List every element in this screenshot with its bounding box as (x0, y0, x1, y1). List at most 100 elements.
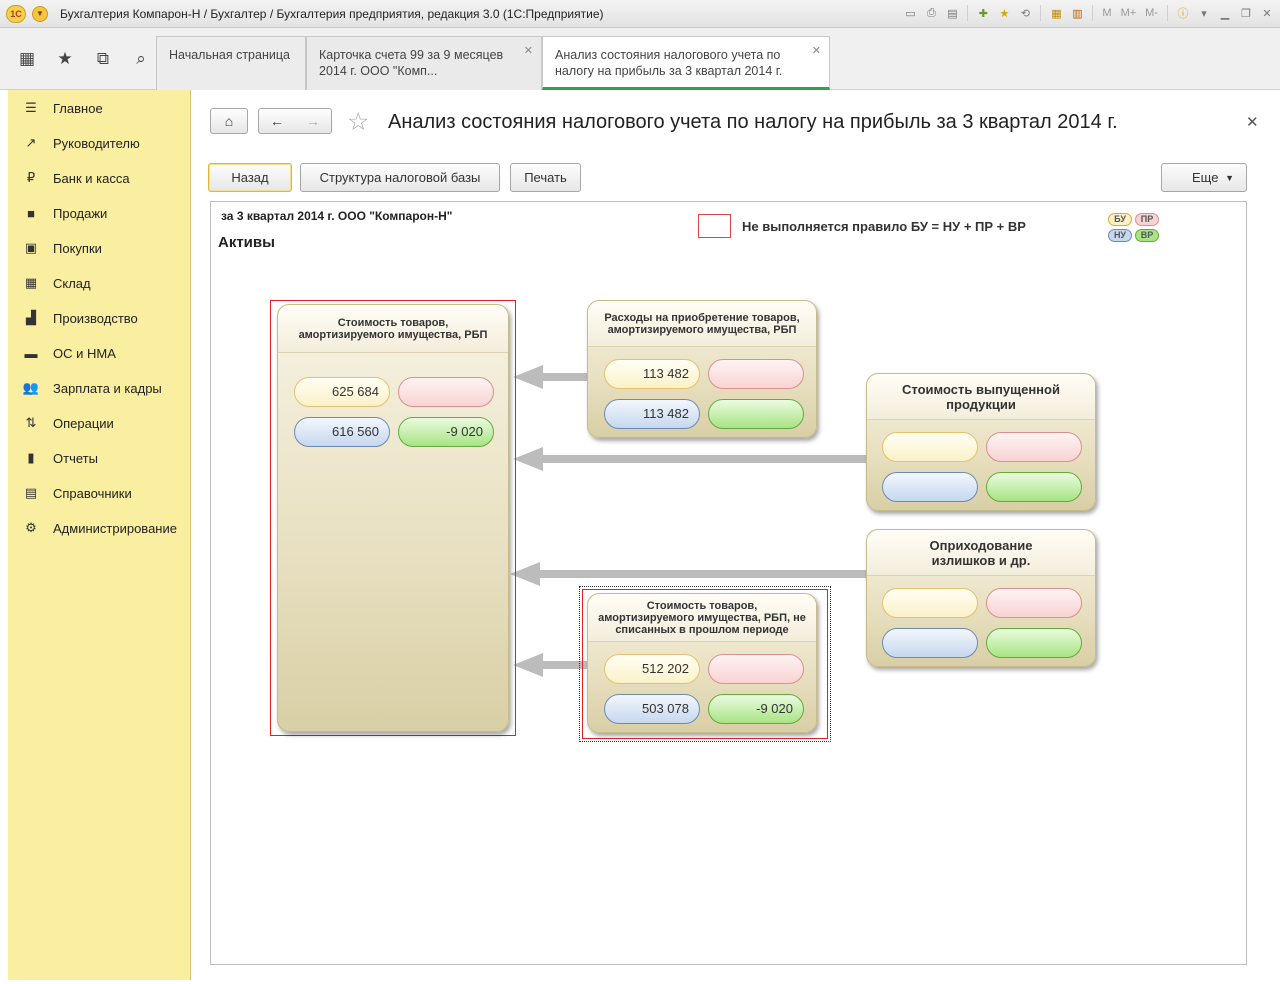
home-button[interactable]: ⌂ (210, 108, 248, 134)
report-diagram: за 3 квартал 2014 г. ООО "Компарон-Н" Ак… (210, 201, 1247, 965)
back-forward-buttons[interactable]: ← → (258, 108, 332, 134)
arrow-head (513, 365, 543, 389)
value-pr[interactable] (708, 654, 804, 684)
value-pr[interactable] (986, 432, 1082, 462)
value-nu[interactable]: 113 482 (604, 399, 700, 429)
apps-grid-icon[interactable]: ▦ (18, 49, 36, 68)
tab-home[interactable]: Начальная страница (156, 36, 306, 90)
close-icon[interactable]: ✕ (811, 45, 821, 57)
sidebar-item-label: Зарплата и кадры (53, 380, 162, 396)
sidebar-item-production[interactable]: ▟ Производство (8, 303, 191, 333)
tab-account-card[interactable]: Карточка счета 99 за 9 месяцев 2014 г. О… (306, 36, 542, 90)
sections-sidebar: ☰ Главное ↗ Руководителю ₽ Банк и касса … (8, 90, 191, 980)
card-title: Стоимость товаров, амортизируемого имуще… (278, 305, 508, 353)
sidebar-item-label: Справочники (53, 485, 132, 501)
print-icon[interactable]: ⎙ (927, 6, 936, 19)
sidebar-item-assets[interactable]: ▬ ОС и НМА (8, 338, 191, 368)
favorites-star-icon[interactable]: ★ (57, 49, 73, 68)
card-produced-goods[interactable]: Стоимость выпущенной продукции (866, 373, 1096, 511)
value-vr[interactable] (708, 399, 804, 429)
arrow-head (513, 653, 543, 677)
card-acquisition-expenses[interactable]: Расходы на приобретение товаров, амортиз… (587, 300, 817, 438)
calendar-icon[interactable]: ▥ (1072, 7, 1083, 20)
print-button[interactable]: Печать (510, 163, 581, 192)
memory-minus-button[interactable]: M- (1145, 7, 1158, 19)
info-icon[interactable]: ⓘ (1177, 8, 1189, 20)
card-main-assets[interactable]: Стоимость товаров, амортизируемого имуще… (277, 304, 509, 732)
card-previous-period[interactable]: Стоимость товаров, амортизируемого имуще… (587, 593, 817, 733)
back-button[interactable]: Назад (208, 163, 292, 192)
value-nu[interactable]: 503 078 (604, 694, 700, 724)
value-pr[interactable] (986, 588, 1082, 618)
memory-plus-button[interactable]: M+ (1120, 7, 1137, 19)
card-title: Стоимость выпущенной продукции (867, 374, 1095, 420)
sidebar-item-operations[interactable]: ⇅ Операции (8, 408, 191, 438)
save-icon[interactable]: ▭ (905, 7, 916, 20)
sidebar-item-catalogs[interactable]: ▤ Справочники (8, 478, 191, 508)
operations-icon: ⇅ (25, 415, 37, 430)
calculator-icon[interactable]: ▦ (1051, 7, 1062, 20)
value-bu[interactable]: 113 482 (604, 359, 700, 389)
sidebar-item-warehouse[interactable]: ▦ Склад (8, 268, 191, 298)
separator (1167, 5, 1168, 21)
arrow-right-icon[interactable]: → (306, 113, 320, 129)
value-bu[interactable]: 625 684 (294, 377, 390, 407)
search-icon[interactable]: ⌕ (136, 49, 146, 68)
value-bu[interactable] (882, 432, 978, 462)
value-vr[interactable]: -9 020 (398, 417, 494, 447)
sidebar-item-salary[interactable]: 👥 Зарплата и кадры (8, 373, 191, 403)
arrow-left-icon[interactable]: ← (270, 113, 284, 129)
sidebar-item-label: ОС и НМА (53, 345, 116, 361)
window-title: Бухгалтерия Компарон-Н / Бухгалтер / Бух… (60, 6, 604, 21)
sidebar-item-label: Банк и касса (53, 170, 130, 186)
legend-nu: НУ (1108, 229, 1132, 242)
report-period: за 3 квартал 2014 г. ООО "Компарон-Н" (221, 209, 453, 223)
arrow-line (538, 570, 866, 578)
value-vr[interactable]: -9 020 (708, 694, 804, 724)
value-bu[interactable] (882, 588, 978, 618)
value-bu[interactable]: 512 202 (604, 654, 700, 684)
tab-tax-analysis[interactable]: Анализ состояния налогового учета по нал… (542, 36, 830, 90)
preview-icon[interactable]: ▤ (947, 7, 958, 20)
sidebar-item-sales[interactable]: ■ Продажи (8, 198, 191, 228)
app-logo[interactable]: 1С (6, 4, 26, 23)
value-vr[interactable] (986, 628, 1082, 658)
history-clock-icon[interactable]: ⧉ (96, 49, 110, 68)
sidebar-item-administration[interactable]: ⚙ Администрирование (8, 513, 191, 543)
more-button[interactable]: Еще ▼ (1161, 163, 1247, 192)
sidebar-item-reports[interactable]: ▮ Отчеты (8, 443, 191, 473)
separator (967, 5, 969, 21)
close-window-icon[interactable]: ✕ (1262, 7, 1272, 20)
chevron-down-icon[interactable]: ▾ (1201, 7, 1207, 20)
favorites-icon[interactable]: ★ (999, 7, 1010, 20)
sidebar-item-purchases[interactable]: ▣ Покупки (8, 233, 191, 263)
minimize-icon[interactable]: ▁ (1220, 7, 1230, 20)
value-pr[interactable] (708, 359, 804, 389)
form-area: ⌂ ← → ☆ Анализ состояния налогового учет… (192, 90, 1280, 984)
favorites-add-icon[interactable]: ✚ (978, 7, 989, 20)
card-surplus[interactable]: Оприходование излишков и др. (866, 529, 1096, 667)
value-pr[interactable] (398, 377, 494, 407)
app-menu-icon[interactable]: ▼ (32, 5, 48, 22)
sidebar-item-main[interactable]: ☰ Главное (8, 93, 191, 123)
value-nu[interactable]: 616 560 (294, 417, 390, 447)
close-form-icon[interactable]: ✕ (1246, 114, 1259, 131)
sidebar-item-label: Операции (53, 415, 114, 431)
arrow-line (541, 373, 587, 381)
history-icon[interactable]: ⟲ (1020, 7, 1031, 20)
value-nu[interactable] (882, 628, 978, 658)
value-vr[interactable] (986, 472, 1082, 502)
close-icon[interactable]: ✕ (523, 45, 533, 57)
restore-icon[interactable]: ❐ (1241, 7, 1251, 20)
tax-base-structure-button[interactable]: Структура налоговой базы (300, 163, 500, 192)
value-nu[interactable] (882, 472, 978, 502)
legend-bu: БУ (1108, 213, 1132, 226)
selection-frame (579, 586, 831, 742)
legend: БУ ПР НУ ВР (1108, 212, 1168, 244)
favorite-star-icon[interactable]: ☆ (347, 108, 370, 136)
truck-icon: ▬ (24, 345, 38, 361)
sidebar-item-bank[interactable]: ₽ Банк и касса (8, 163, 191, 193)
memory-m-button[interactable]: M (1102, 7, 1112, 19)
sidebar-item-manager[interactable]: ↗ Руководителю (8, 128, 191, 158)
home-icon: ⌂ (224, 113, 234, 129)
